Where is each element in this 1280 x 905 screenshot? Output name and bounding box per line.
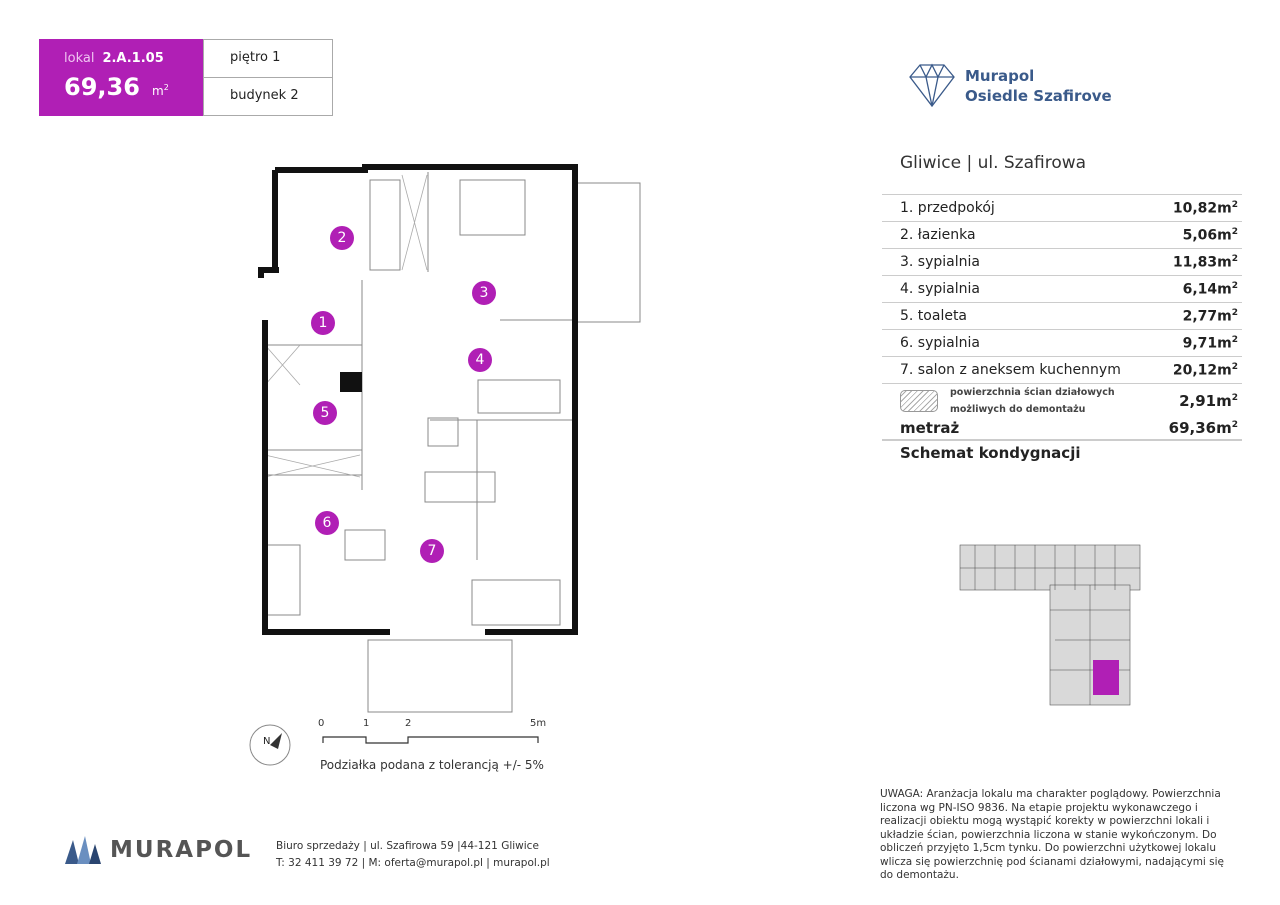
plan-number-7: 7 bbox=[420, 539, 444, 563]
murapol-logo: MURAPOL bbox=[65, 836, 250, 868]
partition-walls-row: powierzchnia ścian działowych możliwych … bbox=[882, 383, 1242, 417]
unit-label: lokal bbox=[64, 51, 95, 66]
room-area: 10,82m bbox=[1172, 200, 1232, 217]
room-area: 2,77m bbox=[1182, 308, 1232, 325]
scale-bar bbox=[249, 724, 539, 766]
bathtub bbox=[369, 179, 401, 271]
north-arrow-icon bbox=[249, 724, 291, 766]
unit-area-exp: 2 bbox=[163, 83, 169, 92]
room-row: 2. łazienka 5,06m2 bbox=[882, 221, 1242, 248]
exp: 2 bbox=[1231, 392, 1238, 403]
murapol-logo-icon bbox=[65, 836, 101, 864]
room-area: 11,83m bbox=[1172, 254, 1232, 271]
room-name: 3. sypialnia bbox=[900, 254, 980, 270]
exp: 2 bbox=[1231, 334, 1238, 345]
scale-tick: 5m bbox=[530, 718, 547, 729]
floor-key-plan bbox=[959, 544, 1141, 706]
room-area: 5,06m bbox=[1182, 227, 1232, 244]
plan-number-4: 4 bbox=[468, 348, 492, 372]
room-name: 6. sypialnia bbox=[900, 335, 980, 351]
bed bbox=[459, 179, 526, 236]
room-row: 7. salon z aneksem kuchennym 20,12m2 bbox=[882, 356, 1242, 383]
balcony-bottom bbox=[367, 639, 513, 713]
table bbox=[344, 529, 386, 561]
exp: 2 bbox=[1231, 253, 1238, 264]
scale-tick: 2 bbox=[405, 718, 412, 729]
key-plan-unit-highlight bbox=[1093, 660, 1119, 695]
disclaimer-note: UWAGA: Aranżacja lokalu ma charakter pog… bbox=[880, 788, 1225, 881]
schema-title: Schemat kondygnacji bbox=[882, 439, 1242, 465]
partition-walls-area: 2,91m bbox=[1179, 391, 1232, 410]
room-area: 9,71m bbox=[1182, 335, 1232, 352]
total-area: 69,36m bbox=[1168, 419, 1232, 437]
room-row: 4. sypialnia 6,14m2 bbox=[882, 275, 1242, 302]
room-row: 5. toaleta 2,77m2 bbox=[882, 302, 1242, 329]
exp: 2 bbox=[1231, 307, 1238, 318]
floor-info: piętro 1 bbox=[203, 39, 333, 78]
scale-note: Podziałka podana z tolerancją +/- 5% bbox=[320, 758, 544, 772]
diamond-icon bbox=[909, 63, 955, 108]
floor-plan bbox=[258, 164, 641, 713]
room-name: 1. przedpokój bbox=[900, 200, 995, 216]
exp: 2 bbox=[1231, 199, 1238, 210]
unit-summary-box: lokal 2.A.1.05 69,36 m2 bbox=[39, 39, 203, 116]
logo-word: MURAPOL bbox=[110, 837, 253, 863]
room-row: 6. sypialnia 9,71m2 bbox=[882, 329, 1242, 356]
room-row: 1. przedpokój 10,82m2 bbox=[882, 194, 1242, 221]
scale-tick: 1 bbox=[363, 718, 370, 729]
total-label: metraż bbox=[900, 419, 960, 437]
contact-info: Biuro sprzedaży | ul. Szafirowa 59 |44-1… bbox=[276, 838, 550, 872]
exp: 2 bbox=[1231, 361, 1238, 372]
unit-area-unit: m bbox=[152, 84, 164, 98]
walls bbox=[258, 164, 578, 635]
room-row: 3. sypialnia 11,83m2 bbox=[882, 248, 1242, 275]
room-name: 2. łazienka bbox=[900, 227, 976, 243]
location: Gliwice | ul. Szafirowa bbox=[900, 153, 1087, 173]
key-plan-wing-horizontal bbox=[959, 544, 1141, 591]
brand-line2: Osiedle Szafirove bbox=[965, 87, 1112, 105]
exp: 2 bbox=[1231, 280, 1238, 291]
room-name: 5. toaleta bbox=[900, 308, 968, 324]
bed-room6 bbox=[264, 544, 301, 616]
plan-number-2: 2 bbox=[330, 226, 354, 250]
scale-tick: 0 bbox=[318, 718, 325, 729]
room-name: 4. sypialnia bbox=[900, 281, 980, 297]
sofa bbox=[471, 579, 561, 626]
building-info: budynek 2 bbox=[203, 77, 333, 116]
room-name: 7. salon z aneksem kuchennym bbox=[900, 362, 1121, 378]
north-label: N bbox=[263, 736, 271, 747]
plan-number-3: 3 bbox=[472, 281, 496, 305]
exp: 2 bbox=[1231, 420, 1238, 430]
exp: 2 bbox=[1231, 226, 1238, 237]
unit-code: 2.A.1.05 bbox=[102, 51, 164, 66]
contact-address: Biuro sprzedaży | ul. Szafirowa 59 |44-1… bbox=[276, 840, 539, 852]
plan-number-6: 6 bbox=[315, 511, 339, 535]
plan-number-1: 1 bbox=[311, 311, 335, 335]
balcony-top bbox=[576, 182, 641, 323]
room-area: 6,14m bbox=[1182, 281, 1232, 298]
room-area: 20,12m bbox=[1172, 362, 1232, 379]
partition-walls-label: powierzchnia ścian działowych możliwych … bbox=[950, 386, 1115, 415]
cooktop bbox=[427, 417, 459, 447]
contact-phone-email: T: 32 411 39 72 | M: oferta@murapol.pl |… bbox=[276, 857, 550, 869]
bed-small bbox=[477, 379, 561, 414]
dining-table bbox=[424, 471, 496, 503]
brand-line1: Murapol bbox=[965, 67, 1035, 85]
shaft bbox=[340, 372, 362, 392]
total-row: metraż 69,36m2 bbox=[882, 417, 1242, 439]
hatch-swatch bbox=[900, 389, 938, 412]
unit-area: 69,36 bbox=[64, 73, 140, 101]
plan-number-5: 5 bbox=[313, 401, 337, 425]
